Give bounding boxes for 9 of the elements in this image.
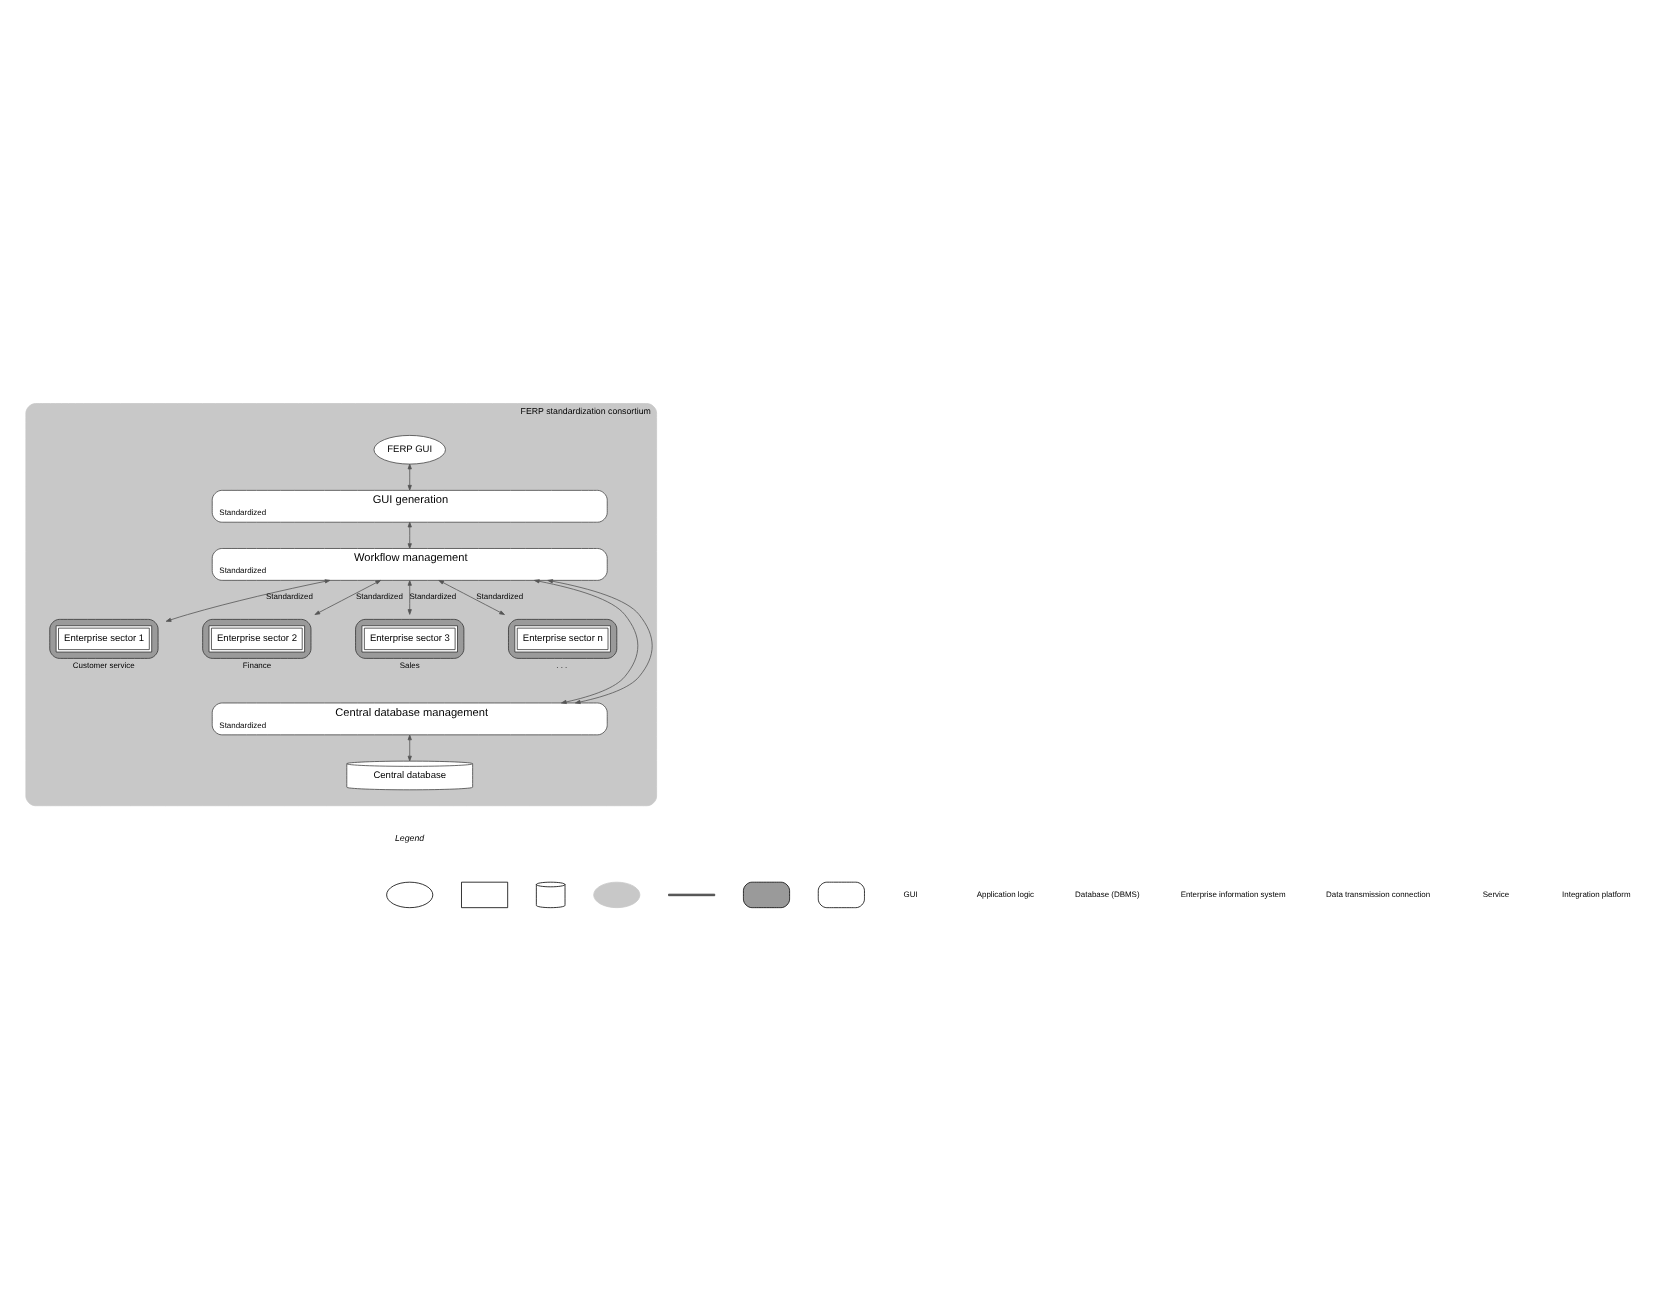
arrow	[534, 578, 639, 703]
arrow	[438, 579, 505, 614]
arrow	[407, 520, 412, 548]
arrow	[407, 462, 412, 490]
arrow	[165, 578, 331, 621]
arrow	[407, 579, 412, 614]
arrow	[407, 733, 412, 761]
arrow	[547, 578, 653, 703]
arrow	[314, 579, 381, 614]
